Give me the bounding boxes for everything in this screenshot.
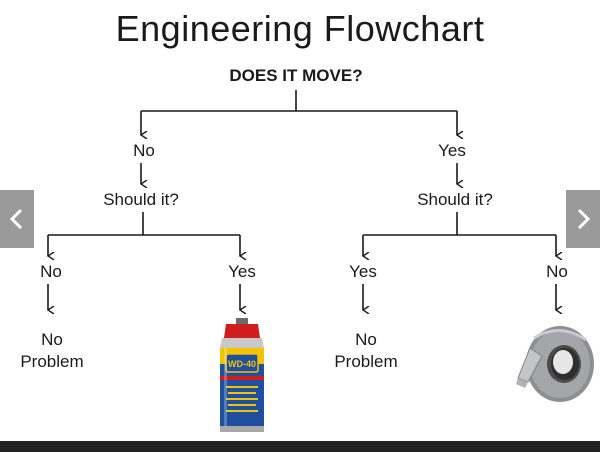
rl-answer: Yes	[349, 262, 377, 281]
left-question: Should it?	[103, 190, 179, 209]
prev-slide-button[interactable]	[0, 190, 34, 248]
next-slide-button[interactable]	[566, 190, 600, 248]
ll-answer: No	[40, 262, 62, 281]
right-answer: Yes	[438, 141, 466, 160]
rl-outcome-line2: Problem	[334, 352, 398, 371]
ll-outcome-line1: No	[41, 330, 63, 349]
bottom-bar	[0, 441, 600, 452]
chevron-left-icon	[9, 208, 23, 230]
page-title: Engineering Flowchart	[115, 8, 485, 49]
wd-40-can-icon: WD-40	[220, 318, 264, 432]
chevron-right-icon	[577, 208, 591, 230]
wd-40-label: WD-40	[228, 359, 256, 369]
ll-outcome-line2: Problem	[20, 352, 84, 371]
root-question: DOES IT MOVE?	[229, 66, 363, 85]
rl-outcome-text: No Problem	[334, 329, 397, 373]
right-question: Should it?	[417, 190, 493, 209]
duct-tape-icon	[516, 326, 594, 402]
lr-answer: Yes	[228, 262, 256, 281]
rl-outcome-line1: No	[355, 330, 377, 349]
rr-answer: No	[546, 262, 568, 281]
ll-outcome-text: No Problem	[20, 329, 83, 373]
left-answer: No	[133, 141, 155, 160]
